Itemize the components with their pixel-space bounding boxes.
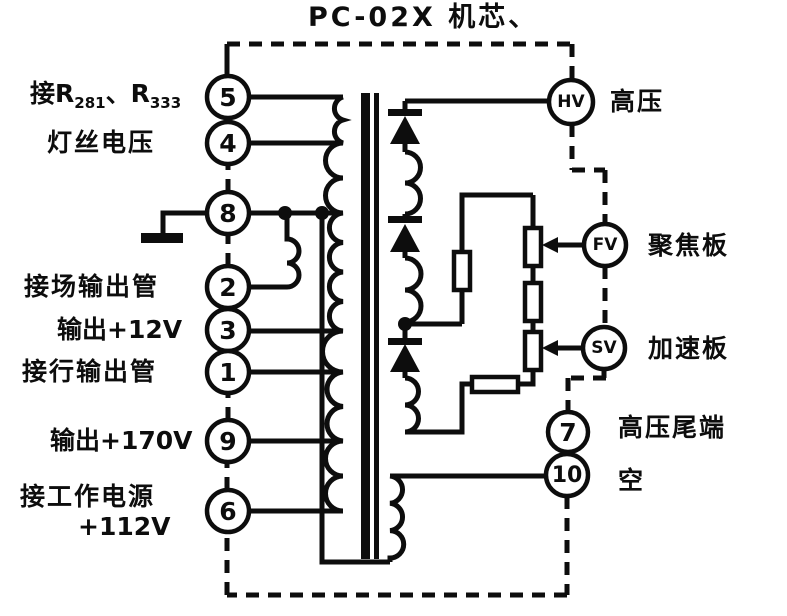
fv-wiper-arrow: [542, 237, 584, 253]
transformer-core: [361, 93, 379, 559]
terminal-2-number: 2: [219, 272, 237, 302]
label-terminal-6-line1: 接工作电源: [20, 482, 156, 511]
label-sv: 加速板: [648, 334, 730, 363]
label-terminal-1: 接行输出管: [22, 357, 158, 386]
terminal-4-number: 4: [219, 128, 237, 158]
resistor-vertical-left: [451, 249, 473, 293]
terminal-circle-5: [204, 73, 252, 121]
label-fv: 聚焦板: [648, 231, 730, 260]
label-terminal-10: 空: [618, 466, 646, 495]
label-terminal-7: 高压尾端: [618, 413, 727, 442]
secondary-winding-2: [404, 255, 424, 325]
terminal-9-number: 9: [219, 426, 237, 456]
junction-dot-1: [278, 206, 292, 220]
terminal-circle-hv: [546, 77, 596, 127]
focus-potentiometer: [522, 225, 544, 269]
diode-1: [388, 109, 422, 144]
label-terminal-9: 输出+170V: [50, 426, 193, 455]
terminal-sv-code: SV: [591, 338, 617, 358]
terminal-circle-10: [543, 451, 591, 499]
label-terminal-5-mid: 、R: [105, 79, 150, 108]
terminal-circle-9: [204, 417, 252, 465]
diode-2: [388, 216, 422, 252]
terminal-6-number: 6: [219, 496, 237, 526]
primary-winding: [320, 94, 352, 514]
terminal-7-number: 7: [559, 417, 577, 447]
screen-potentiometer: [522, 329, 544, 373]
chassis-dashed-border: [224, 41, 608, 598]
divider-network: [405, 192, 544, 435]
secondary-winding-3: [404, 375, 421, 435]
resistor-horizontal: [469, 374, 521, 395]
label-terminal-5-sub1: 281: [74, 94, 106, 112]
label-terminal-6-line2: +112V: [78, 512, 171, 541]
resistor-middle: [522, 280, 544, 324]
secondary-hv-stack: [388, 98, 549, 435]
sv-wiper-arrow: [542, 340, 583, 356]
label-terminal-3: 输出+12V: [57, 315, 183, 344]
terminal-circle-6: [204, 487, 252, 535]
terminal-circle-1: [204, 348, 252, 396]
return-wire: [319, 213, 390, 565]
terminal-circle-8: [204, 189, 252, 237]
terminal-circle-sv: [580, 324, 628, 372]
secondary-winding-bottom: [387, 473, 546, 562]
label-terminal-5-prefix: 接R: [30, 79, 75, 108]
terminal-1-number: 1: [219, 357, 237, 387]
terminal-hv-code: HV: [557, 92, 585, 112]
terminal-3-number: 3: [219, 315, 237, 345]
terminal-circle-fv: [581, 221, 629, 269]
diode-3: [388, 338, 422, 372]
terminal-10-number: 10: [551, 462, 583, 488]
terminal-circle-4: [204, 119, 252, 167]
label-hv: 高压: [610, 87, 665, 116]
label-terminal-5: 接R281、R333: [30, 79, 181, 112]
label-terminal-5-sub2: 333: [149, 94, 182, 112]
junction-dot-2: [315, 206, 329, 220]
ground-symbol: [141, 210, 207, 243]
terminal-8-number: 8: [219, 198, 237, 228]
label-terminal-2: 接场输出管: [24, 272, 160, 301]
coupling-winding: [284, 213, 302, 290]
terminal-fv-code: FV: [592, 235, 618, 255]
secondary-winding-1: [404, 149, 423, 217]
label-terminal-4: 灯丝电压: [47, 128, 156, 157]
diagram-title: PC-02X 机芯、: [308, 2, 539, 33]
terminal-5-number: 5: [219, 82, 237, 112]
terminal-circles: [204, 73, 629, 535]
